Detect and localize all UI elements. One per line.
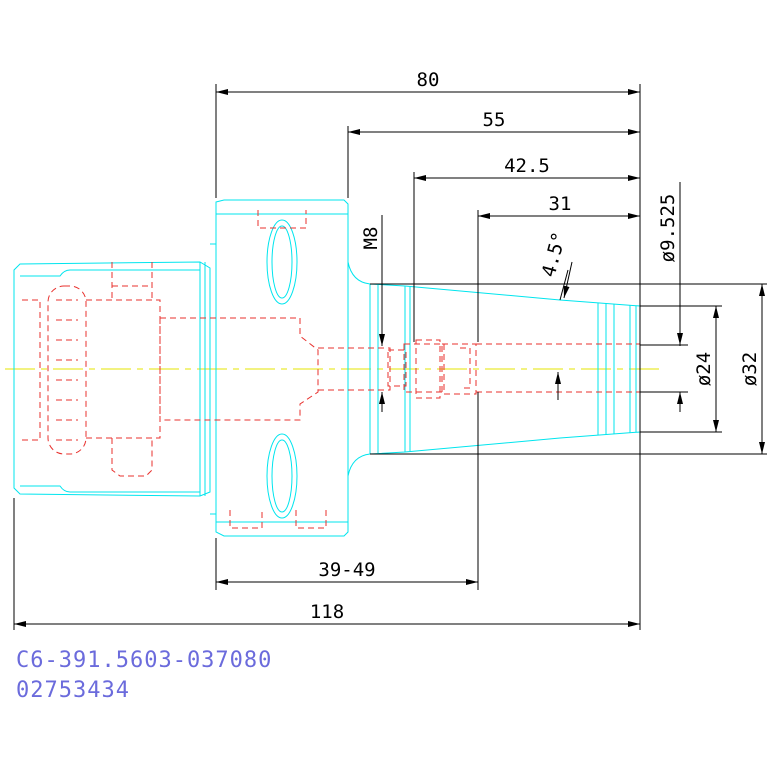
dim-label-dia-24: ø24: [693, 352, 715, 386]
dim-label-31: 31: [549, 193, 572, 215]
part-number: C6-391.5603-037080: [16, 648, 273, 673]
dim-label-m8: M8: [360, 227, 382, 250]
extension-lines: [13, 84, 767, 630]
dim-label-80: 80: [417, 69, 440, 91]
dim-label-42-5: 42.5: [504, 155, 550, 177]
dim-label-angle: 4.5°: [538, 229, 571, 279]
tool-holder-outline: [13, 199, 641, 537]
dim-label-55: 55: [483, 109, 506, 131]
dim-line-angle: [563, 261, 573, 299]
dimension-lines: [14, 89, 765, 627]
dim-label-118: 118: [310, 601, 344, 623]
part-code: 02753434: [16, 678, 130, 703]
dim-label-39-49: 39-49: [318, 559, 375, 581]
dim-label-dia-9525: ø9.525: [657, 194, 679, 263]
dim-label-dia-32: ø32: [739, 352, 761, 386]
